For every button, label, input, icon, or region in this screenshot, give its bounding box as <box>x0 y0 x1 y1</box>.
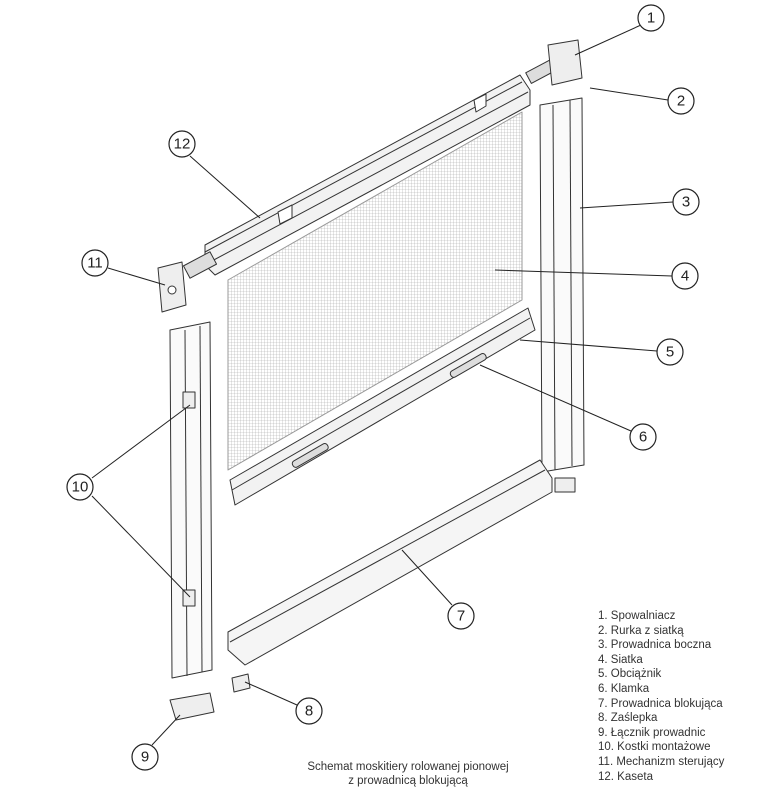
svg-text:9: 9 <box>141 749 149 766</box>
svg-text:11: 11 <box>87 255 103 272</box>
legend-item: 12. Kaseta <box>598 770 653 783</box>
handle-part <box>291 443 329 468</box>
legend-item: 10. Kostki montażowe <box>598 741 711 754</box>
callout-3: 3 <box>672 188 700 216</box>
callout-4: 4 <box>671 262 699 290</box>
legend-item: 1. Spowalniacz <box>598 610 676 622</box>
legend-item: 4. Siatka <box>598 653 643 666</box>
brake-part <box>547 39 583 86</box>
tube-spring-left <box>182 251 218 279</box>
svg-text:4: 4 <box>681 268 689 285</box>
svg-text:1: 1 <box>647 10 655 27</box>
legend-item: 9. Łącznik prowadnic <box>598 726 706 739</box>
locking-guide-part <box>227 459 553 666</box>
svg-text:8: 8 <box>305 703 313 720</box>
callout-9: 9 <box>131 743 159 771</box>
guide-connector-part <box>169 692 215 721</box>
svg-text:5: 5 <box>666 344 674 361</box>
callout-12: 12 <box>168 130 196 158</box>
callout-1: 1 <box>637 4 665 32</box>
callout-2: 2 <box>667 87 695 115</box>
parts-legend: 1. Spowalniacz 2. Rurka z siatką 3. Prow… <box>598 609 724 784</box>
legend-item: 3. Prowadnica boczna <box>598 639 712 652</box>
end-cap-part <box>231 673 251 693</box>
legend-item: 2. Rurka z siatką <box>598 624 684 637</box>
legend-item: 11. Mechanizm sterujący <box>598 755 725 768</box>
svg-text:3: 3 <box>682 194 690 211</box>
callout-8: 8 <box>295 697 323 725</box>
caption-subtitle: z prowadnicą blokującą <box>348 775 468 787</box>
left-side-guide-part <box>169 321 213 679</box>
caption-title: Schemat moskitiery rolowanej pionowej <box>307 761 509 773</box>
handle-part <box>449 353 487 378</box>
svg-text:10: 10 <box>72 479 89 496</box>
svg-text:12: 12 <box>174 136 191 153</box>
leader-lines <box>91 24 674 746</box>
svg-text:2: 2 <box>677 93 685 110</box>
legend-item: 6. Klamka <box>598 682 650 695</box>
svg-text:7: 7 <box>457 608 465 625</box>
diagram-caption: Schemat moskitiery rolowanej pionowej z … <box>298 760 518 788</box>
right-connector-part <box>554 477 576 493</box>
callout-7: 7 <box>447 602 475 630</box>
callout-11: 11 <box>81 249 109 277</box>
right-side-guide-part <box>539 97 585 473</box>
legend-item: 5. Obciążnik <box>598 668 662 681</box>
legend-item: 7. Prowadnica blokująca <box>598 697 723 710</box>
mesh-part <box>227 111 523 471</box>
callout-10: 10 <box>66 473 94 501</box>
callout-5: 5 <box>656 338 684 366</box>
svg-text:6: 6 <box>639 429 647 446</box>
callout-6: 6 <box>629 423 657 451</box>
legend-item: 8. Zaślepka <box>598 712 658 725</box>
